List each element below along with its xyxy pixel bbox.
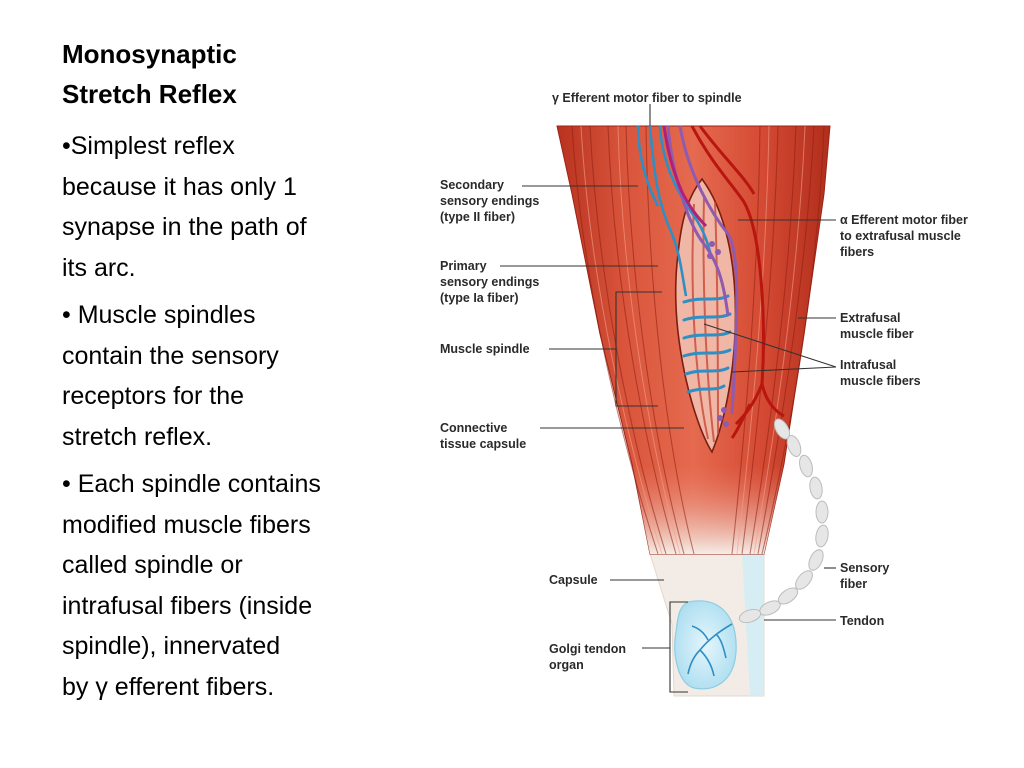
label-secondary-line2: sensory endings <box>440 194 539 208</box>
label-intrafusal-line2: muscle fibers <box>840 374 921 388</box>
bullet-line: stretch reflex. <box>62 422 213 451</box>
bullet-line: •Simplest reflex <box>62 132 235 160</box>
bullet-line: intrafusal fibers (inside <box>62 591 313 620</box>
label-gamma-efferent: γ Efferent motor fiber to spindle <box>552 91 742 105</box>
label-primary-line1: Primary <box>440 259 487 273</box>
label-intrafusal-line1: Intrafusal <box>840 358 896 372</box>
bullet-line: called spindle or <box>62 551 243 579</box>
slide-title-line: Stretch Reflex <box>62 79 237 109</box>
bullet-line: synapse in the path of <box>62 213 307 241</box>
secondary-sensory-fiber <box>662 125 708 228</box>
leader-lines <box>500 104 837 693</box>
label-secondary-line1: Secondary <box>440 178 504 192</box>
label-primary-line3: (type Ia fiber) <box>440 291 519 305</box>
label-alpha-line1: α Efferent motor fiber <box>840 213 968 227</box>
label-sensory-fiber-line1: Sensory <box>840 561 889 575</box>
slide-title-line: Monosynaptic <box>62 39 237 69</box>
label-connective-line2: tissue capsule <box>440 437 526 451</box>
label-alpha-line2: to extrafusal muscle <box>840 229 961 243</box>
label-primary-line2: sensory endings <box>440 275 539 289</box>
label-alpha-line3: fibers <box>840 245 874 259</box>
bullet-line: • Each spindle contains <box>62 470 321 498</box>
gamma-motor-endings <box>707 241 729 427</box>
golgi-sensory-fiber <box>738 418 829 624</box>
slide-title: Monosynaptic Stretch Reflex <box>62 34 392 114</box>
label-extrafusal-line2: muscle fiber <box>840 327 914 341</box>
bullet-line: by γ efferent fibers. <box>62 672 275 701</box>
label-capsule: Capsule <box>549 573 598 587</box>
muscle-spindle-diagram: γ Efferent motor fiber to spindle Second… <box>440 91 968 697</box>
bullet-line: contain the sensory <box>62 341 279 370</box>
fiber-highlights <box>580 125 806 555</box>
bullet-simplest-reflex: •Simplest reflex because it has only 1 s… <box>62 126 392 288</box>
bullet-line: because it has only 1 <box>62 172 297 201</box>
bullet-line: • Muscle spindles <box>62 301 256 329</box>
label-tendon: Tendon <box>840 614 884 628</box>
muscle-spindle-capsule <box>675 177 737 454</box>
alpha-efferent-fibers <box>690 125 785 439</box>
label-secondary-line3: (type II fiber) <box>440 210 515 224</box>
extrafusal-fiber-lines <box>571 125 825 555</box>
label-connective-line1: Connective <box>440 421 507 435</box>
sensory-nerve-fibers <box>636 125 714 297</box>
label-muscle-spindle: Muscle spindle <box>440 342 530 356</box>
bullet-list: •Simplest reflex because it has only 1 s… <box>62 126 392 714</box>
golgi-nerve-branches <box>687 623 733 677</box>
bullet-spindle-contains: • Each spindle contains modified muscle … <box>62 464 392 707</box>
bullet-line: spindle), innervated <box>62 632 281 660</box>
gamma-efferent-fibers <box>666 125 739 415</box>
tendon-highlight <box>742 554 764 696</box>
label-golgi-line2: organ <box>549 658 584 672</box>
bullet-line: modified muscle fibers <box>62 510 311 539</box>
label-extrafusal-line1: Extrafusal <box>840 311 900 325</box>
label-golgi-line1: Golgi tendon <box>549 642 626 656</box>
bullet-line: receptors for the <box>62 382 245 410</box>
label-sensory-fiber-line2: fiber <box>840 577 867 591</box>
bullet-muscle-spindles: • Muscle spindles contain the sensory re… <box>62 295 392 457</box>
bullet-line: its arc. <box>62 253 136 282</box>
intrafusal-fibers <box>691 195 719 443</box>
muscle-spindle-figure: γ Efferent motor fiber to spindle Second… <box>432 84 992 714</box>
